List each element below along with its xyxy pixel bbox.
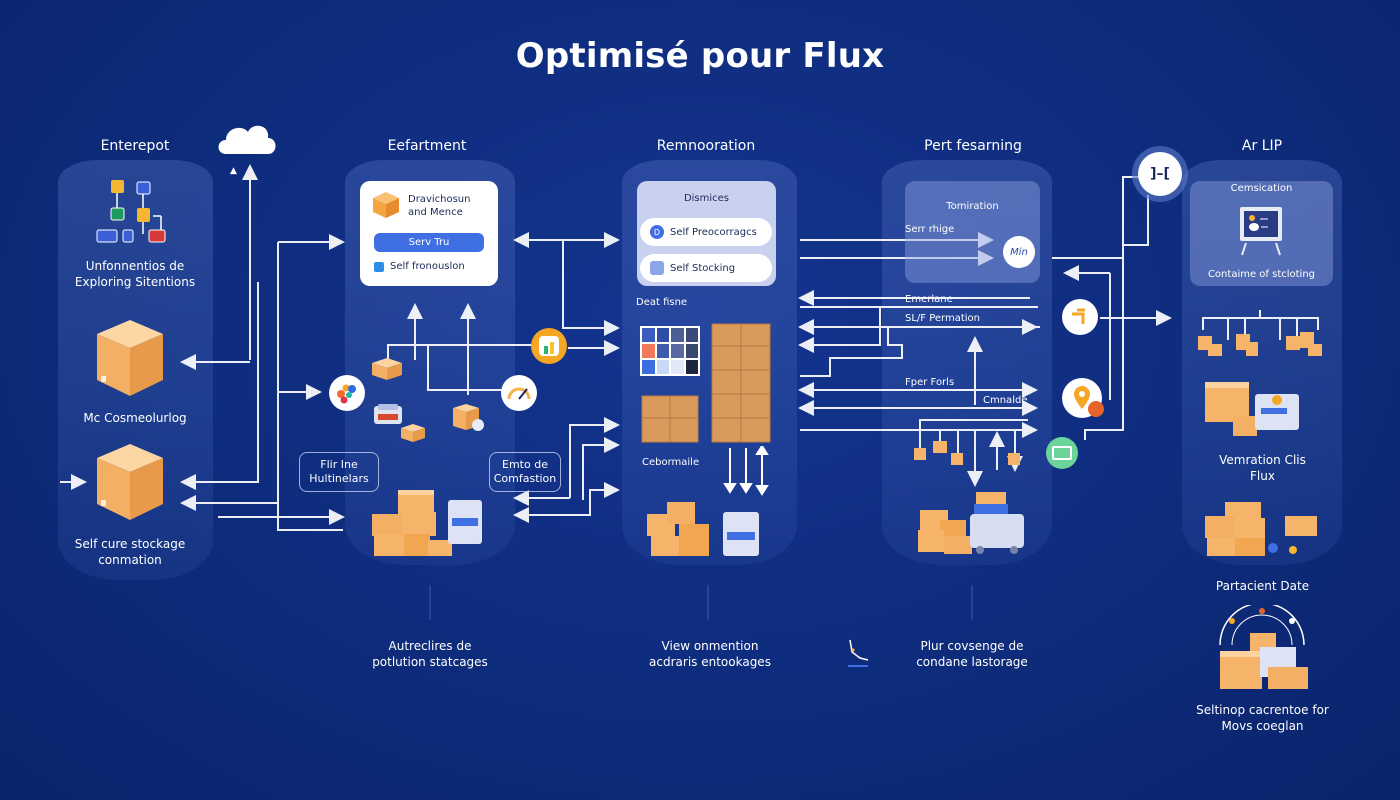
- box-label: Flir Ine: [320, 457, 358, 471]
- card-caption: Contaime of stcloting: [1207, 269, 1316, 280]
- label-line: Vemration Clis: [1219, 453, 1306, 467]
- box-node: [1008, 453, 1020, 465]
- footer-line: Movs coeglan: [1221, 719, 1304, 734]
- box-node: [951, 453, 963, 465]
- faucet-icon: [1062, 299, 1098, 335]
- box-stack-icon: [1205, 502, 1317, 556]
- message-badge-icon: [1088, 401, 1104, 417]
- option-label: Self fronouslon: [390, 261, 465, 272]
- gauge-icon: [501, 375, 537, 411]
- box-icon: [401, 424, 425, 442]
- pert-fesarning-footer: Plur covsenge de condane lastorage: [872, 638, 1072, 670]
- box-stack-icon: [647, 502, 759, 556]
- footer-line: Plur covsenge de: [920, 639, 1024, 653]
- label-line: Flux: [1250, 469, 1275, 484]
- flow-label-self-permation: SL/F Permation: [905, 313, 981, 324]
- remnooration-footer: View onmention acdraris entookages: [610, 638, 810, 670]
- eefartment-card: Dravichosun and Mence Serv Tru Self fron…: [360, 181, 498, 286]
- box-lock-icon: [453, 404, 484, 431]
- basket-icon: [1046, 437, 1078, 469]
- footer-line: potlution statcages: [372, 655, 488, 670]
- self-preocorragcs-option[interactable]: D Self Preocorragcs: [640, 218, 772, 246]
- enterepot-item-2-label: Mc Cosmeolurlog: [83, 411, 187, 425]
- image-grid-icon: [640, 326, 700, 376]
- serr-rhige-label: Serr rhige: [905, 224, 955, 235]
- ar-lip-item-1-label: Vemration Clis Flux: [1180, 452, 1345, 484]
- enterepot-item-1-label: Unfonnentios de Exploring Sitentions: [45, 258, 225, 290]
- checkbox-icon[interactable]: [374, 261, 384, 272]
- box-label: Comfastion: [493, 472, 557, 485]
- network-boxes-icon: [1219, 605, 1308, 689]
- analytics-icon: [531, 328, 567, 364]
- option-label: Self Stocking: [670, 262, 736, 274]
- cebormaile-label: Cebormaile: [642, 457, 700, 468]
- card-title: Cemsication: [1230, 183, 1293, 194]
- ar-lip-item-2-label: Partacient Date: [1215, 579, 1310, 593]
- box-icon: [97, 444, 163, 520]
- card-title: Tomiration: [946, 201, 999, 212]
- box-node: [914, 448, 926, 460]
- cloud-icon: [218, 125, 276, 154]
- shelf-boxes-icon: [641, 323, 771, 443]
- bracket-icon[interactable]: ]–[: [1138, 152, 1182, 196]
- self-fronouslon-option[interactable]: Self fronouslon: [374, 261, 465, 272]
- boxes-printer-icon: [1205, 382, 1299, 436]
- box-node: [933, 441, 947, 453]
- presentation-board-icon: [1240, 207, 1282, 256]
- min-badge: Min: [1003, 236, 1035, 268]
- label-line: Exploring Sitentions: [74, 275, 196, 290]
- label-line: conmation: [98, 553, 162, 568]
- column-heading-remnooration: Remnooration: [656, 138, 756, 154]
- footer-line: View onmention: [661, 639, 759, 653]
- forklift-boxes-icon: [918, 492, 1024, 554]
- flow-label-cmnalde: Cmnalde: [983, 395, 1028, 406]
- cemsication-card: Cemsication Contaime of stcloting: [1190, 181, 1333, 286]
- panel-pert-fesarning: [882, 160, 1052, 565]
- label-line: Unfonnentios de: [85, 259, 185, 273]
- card-title: Dravichosun and Mence: [408, 193, 470, 219]
- label-line: Self cure stockage: [74, 537, 186, 551]
- ar-lip-footer: Seltinop cacrentoe for Movs coeglan: [1165, 702, 1360, 734]
- self-stocking-option[interactable]: Self Stocking: [640, 254, 772, 282]
- card-title-line: and Mence: [408, 207, 463, 218]
- up-down-arrows-icon: [723, 446, 769, 496]
- box-icon: [372, 358, 402, 380]
- column-heading-pert-fesarning: Pert fesarning: [924, 138, 1022, 154]
- chart-mini-icon: [848, 639, 869, 667]
- serv-tru-button[interactable]: Serv Tru: [374, 233, 484, 252]
- eefartment-footer: Autreclires de potlution statcages: [335, 638, 525, 670]
- card-title: Dismices: [683, 193, 730, 204]
- stocking-icon: [650, 261, 664, 275]
- colorful-dots-icon: [329, 375, 365, 411]
- footer-line: acdraris entookages: [649, 655, 771, 670]
- page-title: Optimisé pour Flux: [515, 36, 885, 76]
- enterepot-item-3-label: Self cure stockage conmation: [30, 536, 230, 568]
- box-group-icon: [1198, 332, 1322, 356]
- info-icon: D: [650, 225, 664, 239]
- box-label: Emto de: [502, 457, 548, 471]
- org-chart-icon: [96, 180, 166, 243]
- column-heading-enterepot: Enterepot: [100, 138, 170, 154]
- box-label: Hultinelars: [309, 472, 369, 485]
- box-icon: [373, 192, 399, 218]
- badge-text: Min: [1010, 246, 1028, 258]
- box-stack-icon: [372, 490, 482, 556]
- column-heading-ar-lip: Ar LIP: [1241, 138, 1283, 154]
- deat-fisne-label: Deat fisne: [636, 297, 688, 308]
- sparkle-icon: ▲: [230, 166, 237, 176]
- flow-label-emerlane: Emerlane: [905, 294, 953, 305]
- printer-icon: [374, 404, 402, 424]
- flow-label-fper-forls: Fper Forls: [905, 377, 955, 388]
- box-icon: [97, 320, 163, 396]
- column-heading-eefartment: Eefartment: [387, 138, 467, 154]
- card-title-line: Dravichosun: [408, 194, 471, 205]
- footer-line: Autreclires de: [388, 639, 472, 653]
- footer-line: condane lastorage: [916, 655, 1028, 670]
- footer-line: Seltinop cacrentoe for: [1196, 703, 1329, 717]
- option-label: Self Preocorragcs: [670, 226, 757, 238]
